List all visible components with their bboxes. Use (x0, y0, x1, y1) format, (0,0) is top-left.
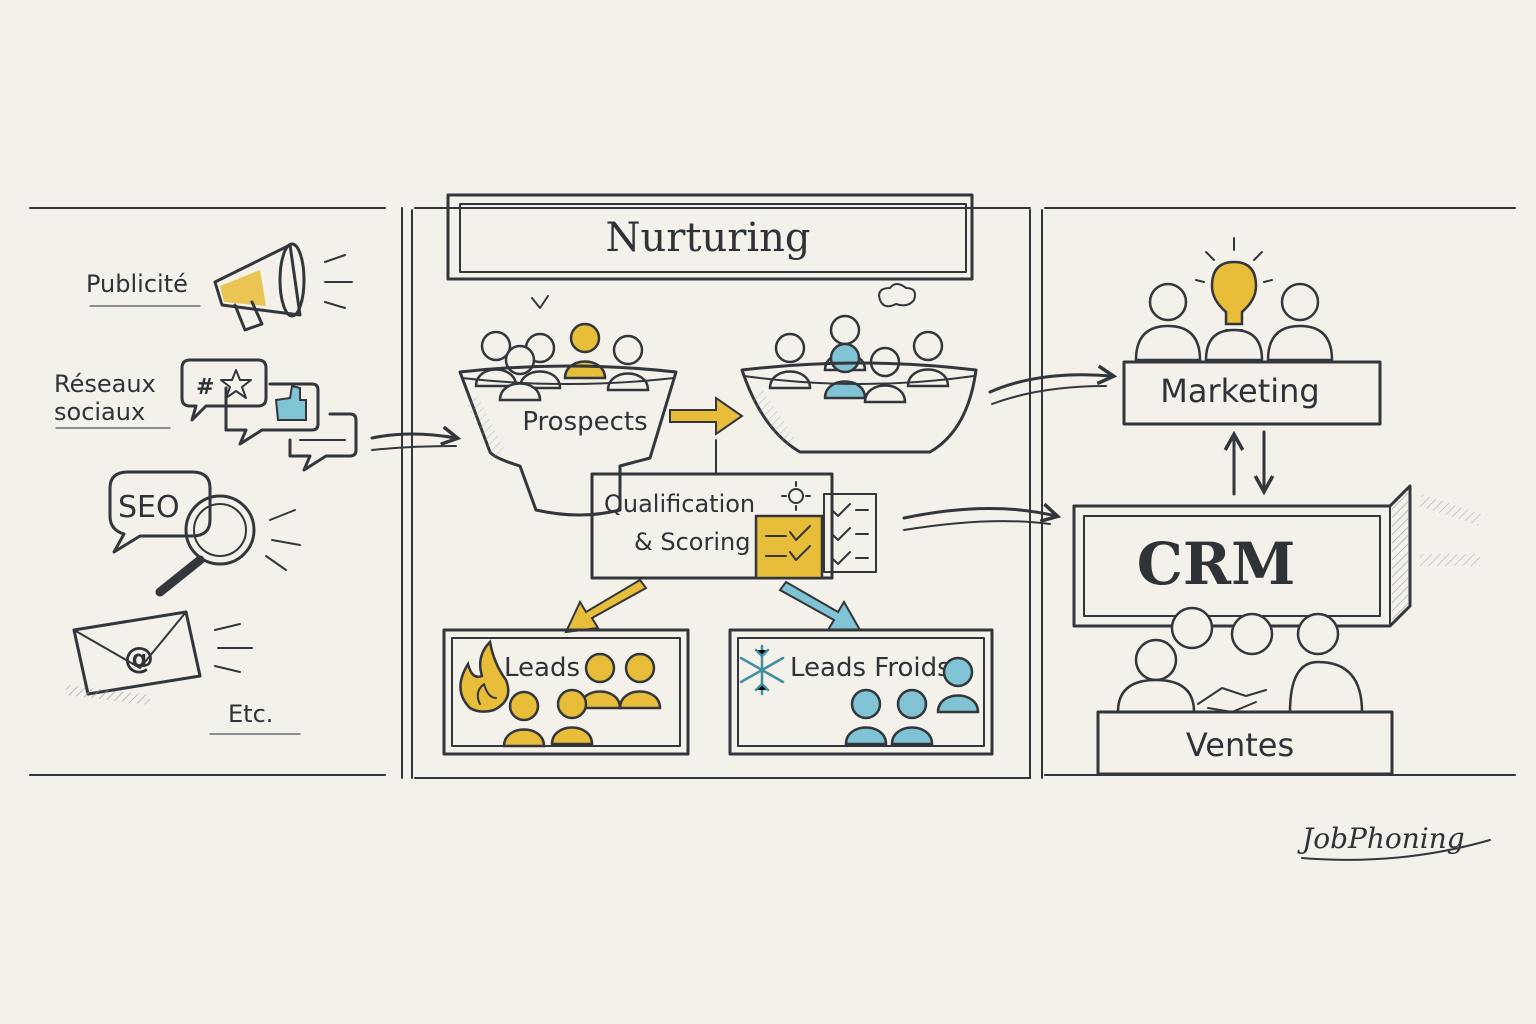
svg-text:#: # (196, 375, 214, 400)
arrow-sources-to-funnel (370, 434, 456, 451)
nurturing-title: Nurturing (606, 215, 811, 261)
brand-label: JobPhoning (1297, 822, 1465, 855)
ventes-label: Ventes (1186, 726, 1294, 764)
arrow-to-hot-leads (564, 578, 648, 634)
snowflake-icon (739, 644, 785, 696)
arrow-to-cold-leads (778, 580, 862, 631)
source-seo: SEO (108, 470, 301, 597)
hot-leads-box: Leads (442, 628, 690, 756)
arrow-funnel-to-bowl (669, 396, 744, 436)
source-email: @ Etc. (65, 610, 301, 735)
hot-leads-label: Leads (504, 653, 580, 683)
source-reseaux-sociaux: Réseaux sociaux # (54, 358, 358, 472)
qualification-label-1: Qualification (604, 490, 755, 518)
prospects-crowd (474, 322, 650, 402)
checklist-icon (754, 481, 877, 580)
qualification-box: Qualification & Scoring (590, 472, 877, 580)
nurturing-title-box: Nurturing (446, 193, 974, 281)
magnifier-icon (155, 494, 301, 597)
sales-group: Ventes (1096, 606, 1394, 776)
crm-label: CRM (1137, 530, 1296, 598)
cold-leads-box: Leads Froids (728, 628, 994, 756)
seo-label: SEO (118, 490, 180, 525)
cold-leads-label: Leads Froids (790, 653, 951, 683)
nurtured-bowl (740, 283, 978, 454)
publicite-label: Publicité (86, 270, 188, 298)
crm-box: CRM (1072, 484, 1482, 628)
arrow-qualification-to-crm (902, 508, 1056, 531)
qualification-label-2: & Scoring (634, 528, 750, 556)
brand-logo: JobPhoning (1297, 822, 1491, 861)
lightbulb-icon (1195, 237, 1273, 331)
megaphone-icon (213, 242, 353, 332)
prospects-label: Prospects (522, 407, 647, 437)
svg-text:@: @ (124, 641, 154, 676)
marketing-group: Marketing (1122, 237, 1382, 426)
chat-bubbles-icon: # (180, 358, 358, 472)
flame-icon (459, 639, 510, 713)
source-publicite: Publicité (86, 242, 353, 332)
etc-label: Etc. (228, 700, 273, 728)
marketing-crm-arrows (1234, 430, 1264, 496)
arrow-bowl-to-marketing (988, 375, 1112, 405)
reseaux-label-1: Réseaux (54, 370, 156, 398)
email-envelope-icon: @ (65, 610, 253, 705)
reseaux-label-2: sociaux (54, 398, 145, 426)
handshake-icon (1197, 687, 1267, 713)
marketing-label: Marketing (1160, 372, 1319, 410)
section-frames (29, 207, 1516, 779)
prospects-funnel: Prospects (458, 295, 678, 517)
